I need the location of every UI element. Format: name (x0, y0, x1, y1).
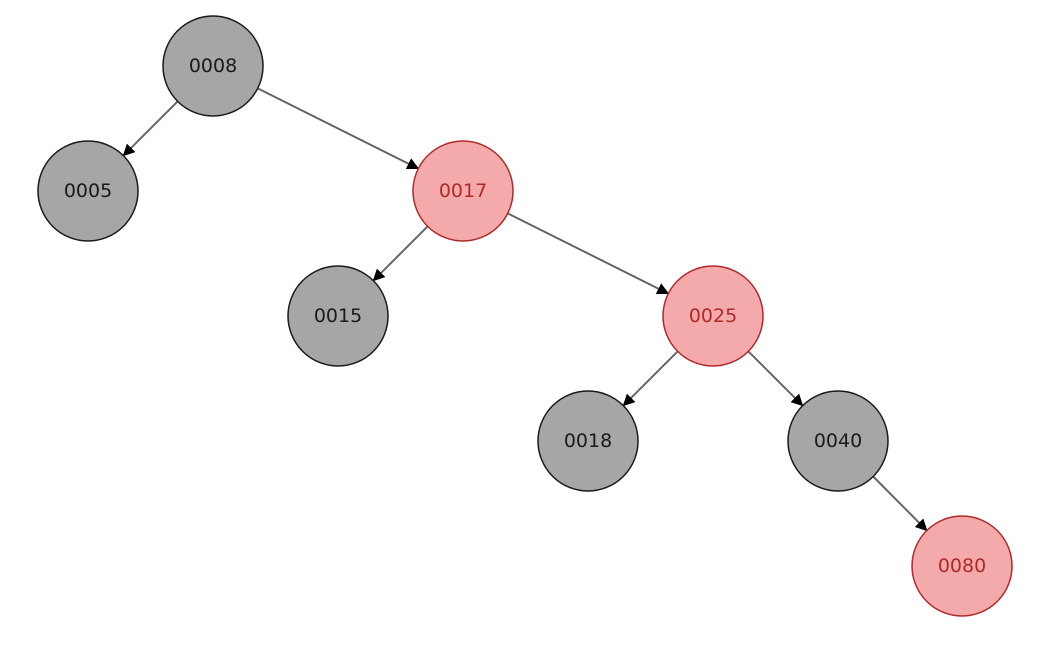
tree-node-n17: 0017 (412, 140, 514, 242)
node-circle (911, 515, 1013, 617)
edge-n17-to-n15 (372, 225, 429, 282)
tree-node-n5: 0005 (37, 140, 139, 242)
node-label: 0015 (314, 305, 362, 327)
node-circle (162, 15, 264, 117)
tree-node-n25: 0025 (662, 265, 764, 367)
node-label: 0040 (814, 430, 862, 452)
edges-layer (122, 87, 928, 532)
tree-node-n80: 0080 (911, 515, 1013, 617)
node-circle (787, 390, 889, 492)
edge-n8-to-n17 (257, 87, 420, 170)
node-circle (287, 265, 389, 367)
node-label: 0005 (64, 180, 112, 202)
node-circle (537, 390, 639, 492)
tree-node-n15: 0015 (287, 265, 389, 367)
edge-n40-to-n80 (872, 475, 928, 532)
edge-n25-to-n18 (622, 350, 679, 407)
node-label: 0080 (938, 555, 986, 577)
edge-n8-to-n5 (122, 100, 179, 157)
edge-n17-to-n25 (507, 212, 670, 295)
tree-node-n18: 0018 (537, 390, 639, 492)
tree-node-n40: 0040 (787, 390, 889, 492)
node-label: 0025 (689, 305, 737, 327)
node-circle (662, 265, 764, 367)
node-circle (412, 140, 514, 242)
node-label: 0008 (189, 55, 237, 77)
edge-n25-to-n40 (747, 350, 804, 407)
nodes-layer: 0008 0005 0017 0015 0025 0018 0040 0080 (37, 15, 1013, 617)
tree-node-n8: 0008 (162, 15, 264, 117)
node-label: 0018 (564, 430, 612, 452)
node-label: 0017 (439, 180, 487, 202)
node-circle (37, 140, 139, 242)
